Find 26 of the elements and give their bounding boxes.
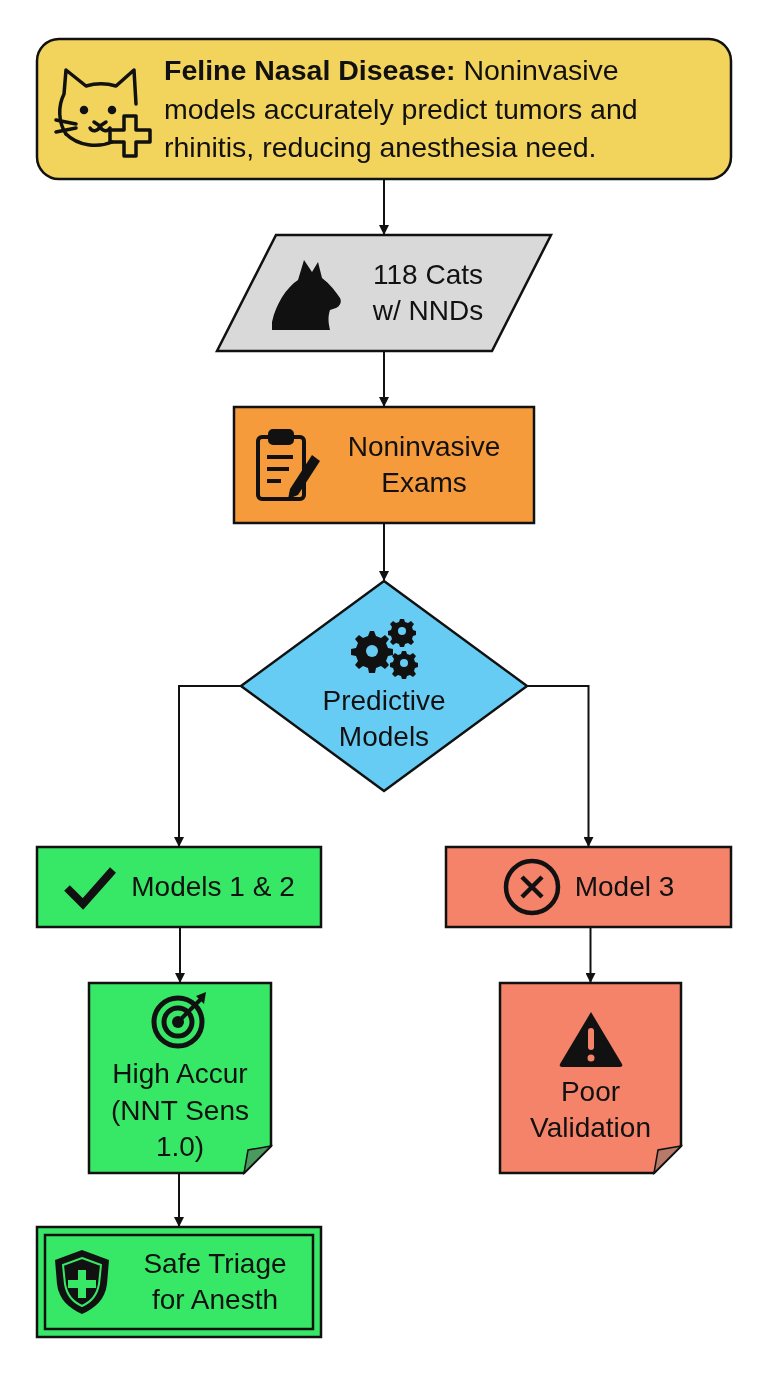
- node-text: Feline Nasal Disease: Noninvasive models accurately predict tumors and rhinitis, reducing anesthesia need.: [164, 53, 639, 166]
- note-box: [88, 982, 272, 1174]
- arrow: [585, 927, 596, 983]
- result-box: [36, 846, 322, 928]
- outcome-box: [36, 1226, 322, 1338]
- process-box: [233, 406, 535, 524]
- arrow: [379, 523, 389, 581]
- arrow: [174, 685, 241, 847]
- decision-diamond: [240, 580, 528, 792]
- node-text: Safe Triage for Anesth: [142, 1246, 288, 1317]
- node-text: Predictive Models: [321, 683, 447, 754]
- node-text: Model 3: [574, 869, 675, 904]
- result-box: [445, 846, 732, 928]
- node-text: High Accur (NNT Sens 1.0): [110, 1057, 250, 1165]
- arrow: [174, 1173, 184, 1227]
- arrow: [379, 351, 389, 407]
- arrow: [527, 685, 594, 847]
- input-parallelogram: [216, 234, 552, 352]
- node-text: 118 Cats w/ NNDs: [371, 257, 485, 328]
- node-text: Poor Validation: [529, 1074, 652, 1145]
- arrow: [175, 927, 185, 983]
- summary-box: [36, 38, 732, 180]
- node-text: Models 1 & 2: [131, 869, 295, 904]
- node-text: Noninvasive Exams: [346, 429, 502, 500]
- note-box: [499, 982, 682, 1174]
- arrow: [379, 179, 389, 235]
